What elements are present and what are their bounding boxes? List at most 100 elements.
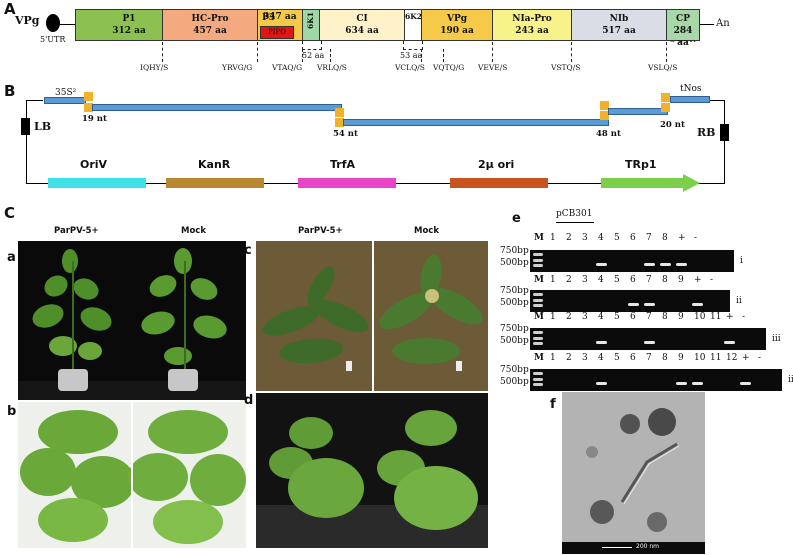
cleavage-site-marker [666, 42, 667, 62]
photo-paris-plants [256, 241, 488, 391]
overlap-label-3: 48 nt [596, 129, 621, 139]
pcb301-label: pCB301 [556, 209, 592, 219]
photo-cucumber-plants [256, 393, 488, 548]
gene-size: 517 aa [572, 25, 666, 37]
lane-label: 2 [566, 353, 572, 363]
gel-image [530, 250, 734, 272]
lane-label: 4 [598, 275, 604, 285]
gel-image [530, 369, 782, 391]
p3-size: 347 aa [263, 12, 297, 22]
gene-size: 634 aa [320, 25, 404, 37]
panel-e-letter: e [512, 211, 521, 226]
lane-label: 5 [614, 312, 620, 322]
lane-label: 4 [598, 233, 604, 243]
ladder-500bp: 500bp [500, 336, 529, 346]
lane-label: 2 [566, 275, 572, 285]
gel-image [530, 328, 766, 350]
utr5-label: 5'UTR [40, 35, 65, 44]
backbone-top-left [26, 100, 43, 101]
lane-label: 3 [582, 233, 588, 243]
lane-label: 6 [630, 233, 636, 243]
cleavage-site-label: VSLQ/S [648, 63, 677, 72]
sample-band [692, 303, 703, 306]
overlap-box [335, 108, 344, 117]
lane-label: M [534, 233, 544, 243]
overlap-label-2: 54 nt [333, 129, 358, 139]
lb-label: LB [34, 120, 51, 133]
overlap-box [84, 92, 93, 101]
gel-row-label: iii [772, 334, 781, 344]
cleavage-site-marker [162, 42, 163, 62]
lane-label: 6 [630, 275, 636, 285]
cleavage-site-label: YRVG/G [222, 63, 252, 72]
lane-label: M [534, 353, 544, 363]
k1-bracket [302, 41, 322, 50]
lane-label: 4 [598, 353, 604, 363]
element-label-oriv: OriV [80, 158, 107, 171]
ladder-band [533, 342, 543, 345]
cleavage-site-marker [257, 42, 258, 62]
element-label-trfa: TrfA [330, 158, 355, 171]
k2-bracket [403, 41, 423, 50]
fragment-2 [343, 119, 609, 126]
lane-label: - [742, 312, 745, 322]
lane-label: 7 [646, 353, 652, 363]
gene-ci: CI634 aa [319, 9, 405, 41]
gene-size: 190 aa [422, 25, 492, 37]
backbone-right [724, 100, 725, 184]
lane-label: + [726, 312, 734, 322]
sample-band [644, 341, 655, 344]
overlap-box [661, 93, 670, 102]
gene-name: NIa-Pro [493, 10, 571, 25]
cleavage-site-label: VEVE/S [478, 63, 507, 72]
lane-label: 8 [662, 233, 668, 243]
element-bar-2mu-ori [450, 178, 548, 188]
pipo-box: PIPO [260, 26, 294, 39]
gel-row-label: ii [736, 296, 742, 306]
ladder-band [533, 253, 543, 256]
gene-name: 6K1 [305, 12, 317, 29]
lane-label: 1 [550, 233, 556, 243]
lane-label: 9 [678, 353, 684, 363]
sub-a-letter: a [7, 250, 16, 265]
k2-size: 53 aa [400, 51, 422, 60]
lb-marker [21, 118, 30, 135]
lane-label: 5 [614, 233, 620, 243]
lane-label: - [758, 353, 761, 363]
element-bar-trfa [298, 178, 396, 188]
ladder-band [533, 299, 543, 302]
gene-6k1: 6K1 [302, 9, 320, 41]
lane-label: - [694, 233, 697, 243]
fragment-1 [92, 104, 342, 111]
ladder-band [533, 264, 543, 267]
panel-a-letter: A [4, 0, 16, 18]
polya-label: An [716, 18, 730, 29]
ladder-band [533, 383, 543, 386]
cleavage-site-label: VSTQ/S [551, 63, 580, 72]
lane-label: 7 [646, 233, 652, 243]
sub-c-letter: c [244, 243, 252, 258]
sample-band [660, 263, 671, 266]
ladder-band [533, 372, 543, 375]
lane-label: 3 [582, 312, 588, 322]
lane-label: 6 [630, 353, 636, 363]
gel-row-label: iiii [788, 375, 793, 385]
lane-label: 7 [646, 275, 652, 285]
ladder-band [533, 293, 543, 296]
label-infected-a: ParPV-5+ [54, 226, 99, 236]
ladder-band [533, 337, 543, 340]
lane-label: 10 [694, 312, 705, 322]
ladder-band [533, 259, 543, 262]
cleavage-site-marker [443, 49, 444, 62]
gel-image [530, 290, 730, 312]
cleavage-site-marker [330, 49, 331, 62]
lane-label: + [694, 275, 702, 285]
lane-label: 1 [550, 353, 556, 363]
ladder-750bp: 750bp [500, 324, 529, 334]
sample-band [596, 341, 607, 344]
label-mock-c: Mock [414, 226, 439, 236]
ladder-500bp: 500bp [500, 258, 529, 268]
ladder-750bp: 750bp [500, 365, 529, 375]
element-bar-oriv [48, 178, 146, 188]
sample-band [692, 382, 703, 385]
